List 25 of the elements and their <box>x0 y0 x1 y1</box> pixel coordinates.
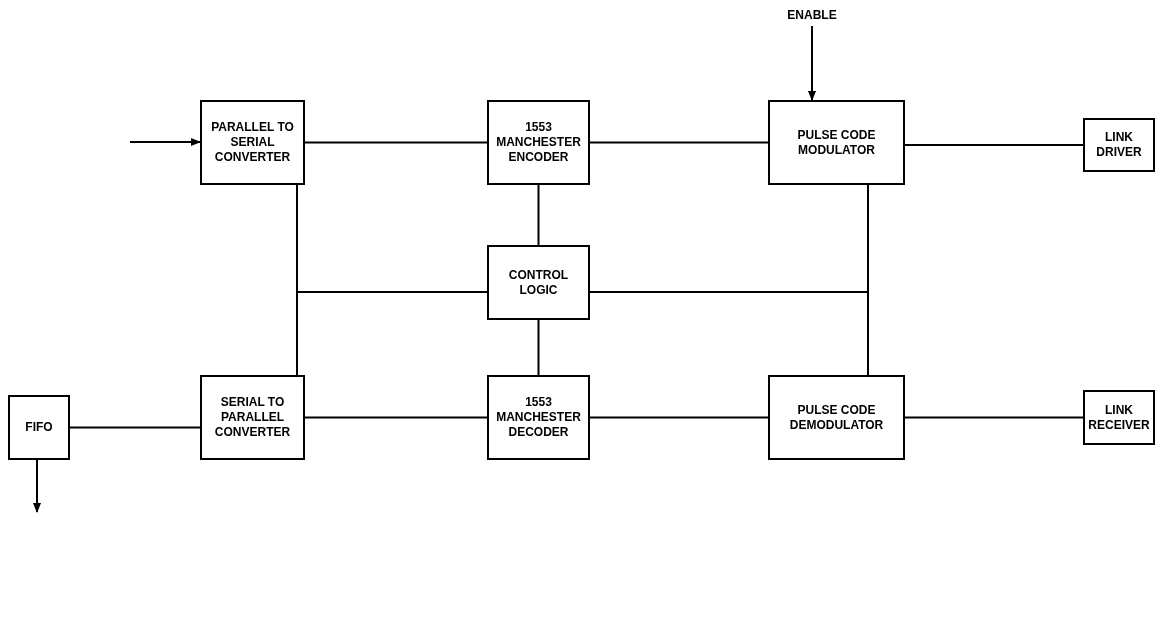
connector-line <box>904 416 1084 419</box>
connector-line <box>589 416 769 419</box>
connector-line <box>304 416 488 419</box>
block-box: FIFO <box>8 395 70 460</box>
arrow <box>129 138 201 146</box>
block-box: LINK DRIVER <box>1083 118 1155 172</box>
arrow <box>33 459 41 513</box>
connector-line <box>589 141 769 144</box>
arrow <box>808 25 816 101</box>
connector-line <box>589 291 869 376</box>
block-box: SERIAL TO PARALLEL CONVERTER <box>200 375 305 460</box>
block-box: 1553 MANCHESTER ENCODER <box>487 100 590 185</box>
signal-label: ENABLE <box>770 4 854 26</box>
connector-line <box>304 141 488 144</box>
block-box: PARALLEL TO SERIAL CONVERTER <box>200 100 305 185</box>
block-box: PULSE CODE MODULATOR <box>768 100 905 185</box>
connector-line <box>537 184 540 246</box>
connector-line <box>537 319 540 376</box>
connector-line <box>69 426 201 429</box>
connector-line <box>296 291 488 376</box>
connector-line <box>904 144 1084 146</box>
block-box: PULSE CODE DEMODULATOR <box>768 375 905 460</box>
block-box: CONTROL LOGIC <box>487 245 590 320</box>
block-box: LINK RECEIVER <box>1083 390 1155 445</box>
block-box: 1553 MANCHESTER DECODER <box>487 375 590 460</box>
